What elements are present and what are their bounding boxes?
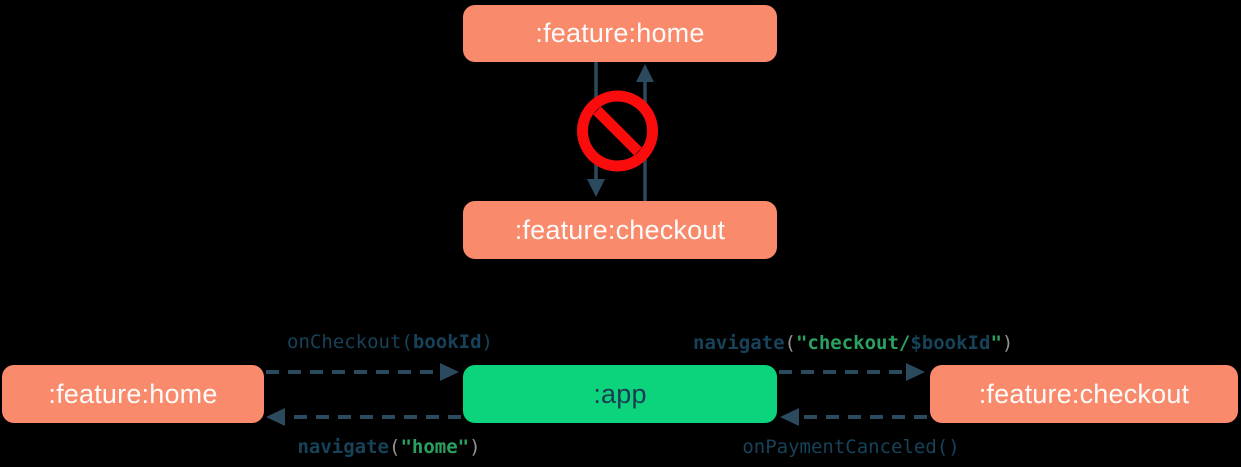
label-onpaymentcanceled: onPaymentCanceled()	[741, 435, 961, 460]
module-box-feature-checkout-top: :feature:checkout	[463, 201, 777, 259]
code-string: "	[990, 332, 1002, 354]
label-oncheckout-bookid: onCheckout(bookId)	[260, 330, 520, 355]
no-entry-icon	[577, 90, 658, 172]
arrow-app-to-home-head	[266, 408, 285, 426]
module-box-feature-checkout: :feature:checkout	[930, 365, 1238, 423]
code-paren: )	[469, 436, 481, 458]
arrow-checkout-to-home-head	[636, 64, 654, 82]
code-fn: navigate	[297, 436, 389, 458]
code-string: "checkout/	[795, 332, 911, 354]
code-fn: onPaymentCanceled()	[742, 436, 960, 458]
code-fn: onCheckout(	[287, 331, 413, 353]
code-paren: )	[481, 331, 493, 353]
module-box-feature-home-top: :feature:home	[463, 5, 777, 62]
code-arg: bookId	[412, 331, 482, 353]
arrow-home-to-app-head	[440, 363, 459, 381]
arrow-home-to-checkout-head	[587, 179, 605, 197]
module-label: :feature:home	[48, 378, 218, 409]
code-paren: (	[784, 332, 796, 354]
code-fn: navigate	[693, 332, 785, 354]
code-paren: (	[388, 436, 401, 458]
no-entry-slash	[593, 106, 642, 156]
module-label: :feature:home	[535, 18, 705, 48]
module-label: :feature:checkout	[978, 378, 1190, 409]
arrow-app-to-checkout-head	[906, 363, 925, 381]
code-template-var: $bookId	[910, 332, 991, 354]
arrow-checkout-to-app-head	[780, 408, 799, 426]
label-navigate-checkout-bookid: navigate("checkout/$bookId")	[693, 331, 1013, 356]
module-box-app: :app	[463, 365, 777, 423]
label-navigate-home: navigate("home")	[259, 435, 519, 460]
module-label: :feature:checkout	[514, 214, 726, 245]
module-box-feature-home: :feature:home	[2, 365, 264, 423]
code-string: "home"	[400, 436, 470, 458]
code-paren: )	[1001, 332, 1014, 354]
module-label: :app	[593, 378, 647, 409]
